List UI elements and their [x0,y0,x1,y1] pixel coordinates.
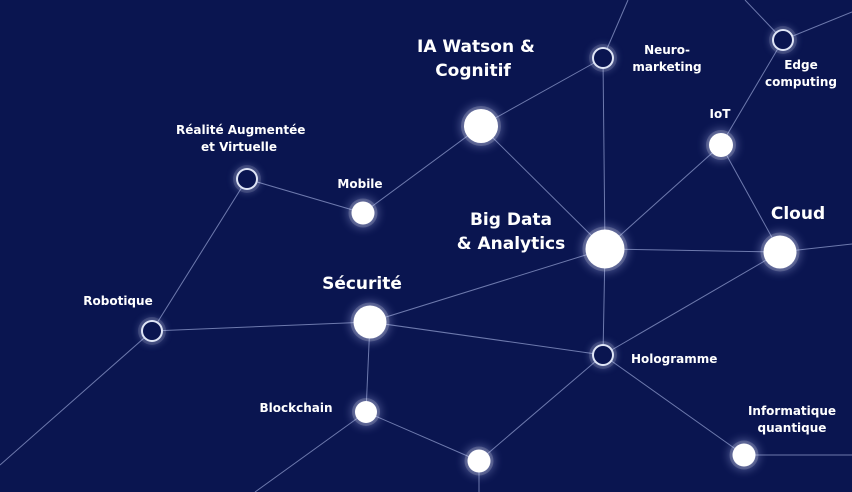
edge-line [369,248,606,323]
label-ia-watson: IA Watson & Cognitif [417,37,535,81]
edge-line [478,354,604,462]
label-securite: Sécurité [322,274,402,294]
edge-line [480,57,604,127]
node-hologramme [592,344,614,366]
edge-line [369,321,604,356]
edge-line [151,178,248,332]
node-big-data [585,229,625,269]
label-big-data: Big Data & Analytics [456,210,566,254]
label-realite-augmentee: Réalité Augmentée et Virtuelle [176,123,306,155]
label-cloud: Cloud [770,204,826,224]
node-ia-watson [464,109,498,143]
edge-line [602,57,606,250]
label-hologramme: Hologramme [631,352,718,366]
edge-line [365,411,480,462]
edge-line [254,411,367,492]
label-iot: IoT [709,107,731,121]
label-neuro-marketing: Neuro- marketing [632,43,702,75]
node-iot [709,133,733,157]
label-informatique-quantique: Informatique quantique [747,404,837,436]
edge-line [362,125,482,214]
edge-line [602,354,745,456]
edge-line [602,251,781,356]
node-securite [353,305,387,339]
node-unlabeled-bottom [467,449,491,473]
edge-line [604,144,722,250]
label-edge-computing: Edge computing [765,58,837,90]
node-cloud [763,235,797,269]
node-edge-computing [772,29,794,51]
edge-line [0,330,153,466]
node-blockchain [355,401,377,423]
node-informatique-quantique [732,443,756,467]
label-blockchain: Blockchain [259,401,333,415]
edge-line [151,321,371,332]
edge-line [604,248,781,253]
node-realite-augmentee [236,168,258,190]
node-mobile [351,201,375,225]
label-mobile: Mobile [337,177,383,191]
edge-line [480,125,606,250]
node-robotique [141,320,163,342]
edge-line [720,144,781,253]
edge-line [246,178,364,214]
node-neuro-marketing [592,47,614,69]
edge-line [782,11,852,41]
edge-line [720,39,784,146]
label-robotique: Robotique [83,294,153,308]
